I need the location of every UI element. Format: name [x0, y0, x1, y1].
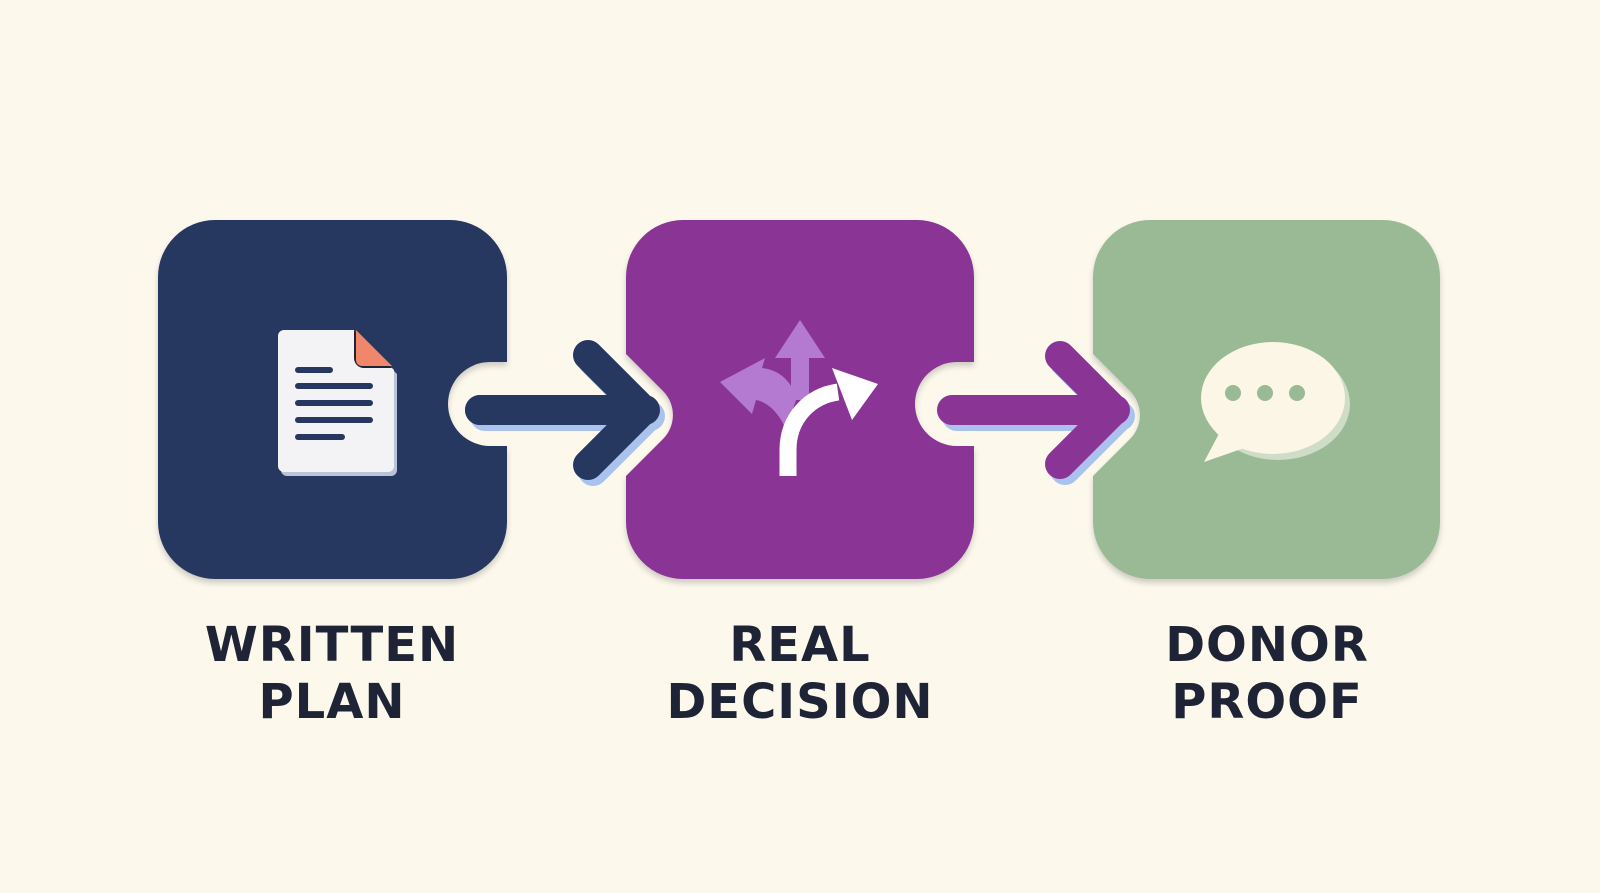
step-label-written-plan: WRITTEN PLAN — [152, 617, 512, 731]
arrow-right-icon — [937, 341, 1135, 485]
step-label-real-decision: REAL DECISION — [620, 617, 980, 731]
step-label-line: REAL — [729, 617, 871, 673]
arrow-right-icon — [465, 340, 665, 486]
step-label-line: WRITTEN — [204, 617, 460, 673]
step-label-line: PLAN — [258, 674, 406, 730]
fork-arrows-icon — [720, 320, 878, 476]
step-label-line: PROOF — [1171, 674, 1363, 730]
document-icon — [278, 330, 397, 476]
speech-bubble-icon — [1201, 342, 1350, 462]
step-label-line: DONOR — [1165, 617, 1369, 673]
step-label-donor-proof: DONOR PROOF — [1087, 617, 1447, 731]
step-label-line: DECISION — [666, 674, 934, 730]
